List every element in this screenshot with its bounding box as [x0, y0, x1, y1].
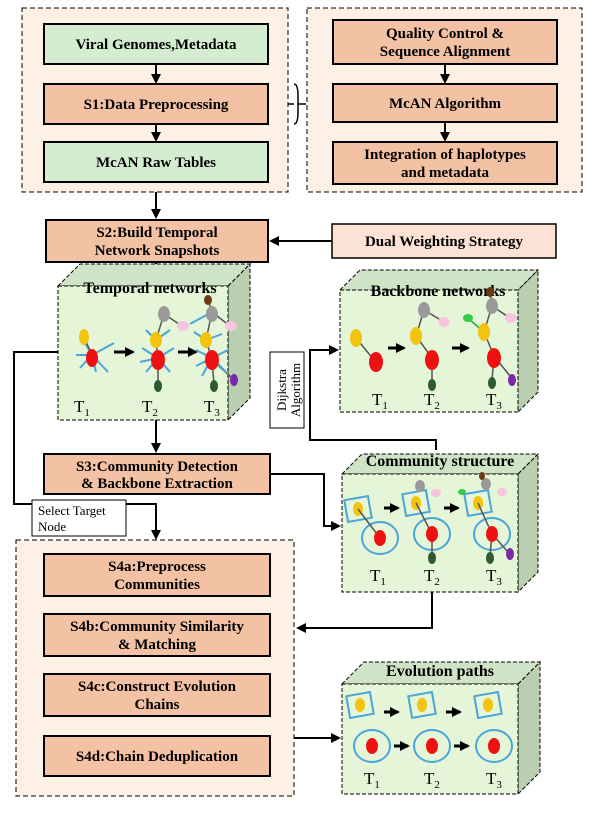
dijkstra-label-2: Algorithm [288, 363, 303, 417]
viral-genomes-box [43, 23, 269, 65]
community-time-labels: T1 T2 T3 [370, 566, 502, 588]
svg-text:T2: T2 [142, 397, 158, 419]
dual-weighting-box [331, 223, 557, 259]
integration-box [332, 141, 558, 185]
s4a-box [43, 553, 271, 597]
svg-text:T3: T3 [204, 397, 220, 419]
dijkstra-box [269, 351, 305, 429]
s3-label-1: S3:Community Detection [76, 459, 239, 475]
s4d-box [43, 735, 271, 777]
community-structure-title: Community structure [366, 453, 515, 470]
svg-text:T3: T3 [486, 566, 502, 588]
svg-text:T1: T1 [74, 397, 90, 419]
s4a-label-2: Communities [114, 577, 200, 593]
dijkstra-label-1: Dijkstra [274, 369, 289, 411]
mcan-algorithm-label: McAN Algorithm [389, 96, 502, 112]
svg-text:T2: T2 [424, 769, 440, 791]
svg-text:T2: T2 [424, 566, 440, 588]
evolution-time-labels: T1 T2 T3 [364, 769, 502, 791]
svg-text:T3: T3 [486, 390, 502, 412]
backbone-network-t1 [350, 329, 383, 372]
mcan-raw-tables-box [43, 141, 269, 183]
s4b-label-1: S4b:Community Similarity [70, 619, 244, 635]
select-target-box [31, 499, 127, 537]
select-target-label-2: Node [38, 519, 66, 534]
backbone-network-t3 [463, 287, 517, 389]
s4c-label-1: S4c:Construct Evolution [78, 679, 237, 695]
backbone-networks-title: Backbone networks [371, 283, 506, 300]
backbone-time-labels: T1 T2 T3 [372, 390, 502, 412]
s4b-label-2: & Matching [118, 637, 196, 653]
dual-weighting-label: Dual Weighting Strategy [365, 234, 524, 250]
arrow-s3-to-community [270, 473, 341, 531]
s4b-box [43, 613, 271, 657]
arrow-community-to-backbone [309, 345, 437, 450]
s4a-label-1: S4a:Preprocess [108, 559, 206, 575]
s4c-label-2: Chains [134, 697, 179, 713]
evolution-t2 [407, 690, 451, 763]
s3-label-2: & Backbone Extraction [81, 476, 233, 492]
s2-label-2: Network Snapshots [95, 243, 220, 259]
svg-text:T2: T2 [424, 390, 440, 412]
mcan-algorithm-box [332, 83, 558, 123]
arrow-community-to-s4b [296, 592, 433, 633]
backbone-network-t2 [410, 302, 450, 391]
temporal-networks-title: Temporal networks [83, 280, 216, 297]
evolution-paths-title: Evolution paths [386, 663, 494, 680]
s1-data-preprocessing-label: S1:Data Preprocessing [84, 97, 229, 113]
quality-control-label-2: Sequence Alignment [380, 44, 510, 60]
svg-text:T1: T1 [370, 566, 386, 588]
temporal-network-t1 [76, 329, 115, 373]
mcan-raw-tables-label: McAN Raw Tables [96, 155, 216, 171]
community-t2 [401, 480, 451, 564]
s2-build-temporal-box [45, 219, 269, 263]
quality-control-box [332, 19, 558, 65]
evolution-t3 [473, 690, 513, 763]
s2-label-1: S2:Build Temporal [96, 225, 217, 241]
select-target-label-1: Select Target [38, 503, 106, 518]
svg-text:T1: T1 [364, 769, 380, 791]
community-t3 [458, 472, 514, 564]
temporal-time-labels: T1 T2 T3 [74, 397, 220, 419]
community-t1 [343, 494, 399, 555]
svg-text:T1: T1 [372, 390, 388, 412]
s4d-label: S4d:Chain Deduplication [76, 749, 239, 765]
s1-data-preprocessing-box [43, 83, 269, 125]
quality-control-label-1: Quality Control & [386, 26, 504, 42]
integration-label-2: and metadata [401, 165, 489, 181]
integration-label-1: Integration of haplotypes [364, 147, 526, 163]
temporal-network-t3 [189, 295, 238, 392]
svg-text:T3: T3 [486, 769, 502, 791]
viral-genomes-label: Viral Genomes,Metadata [75, 37, 237, 53]
s4c-box [43, 673, 271, 717]
s3-community-detection-box [43, 453, 271, 495]
evolution-t1 [345, 690, 391, 763]
group-brace [288, 83, 306, 125]
temporal-network-t2 [139, 306, 189, 392]
arrow-select-target [13, 351, 161, 540]
